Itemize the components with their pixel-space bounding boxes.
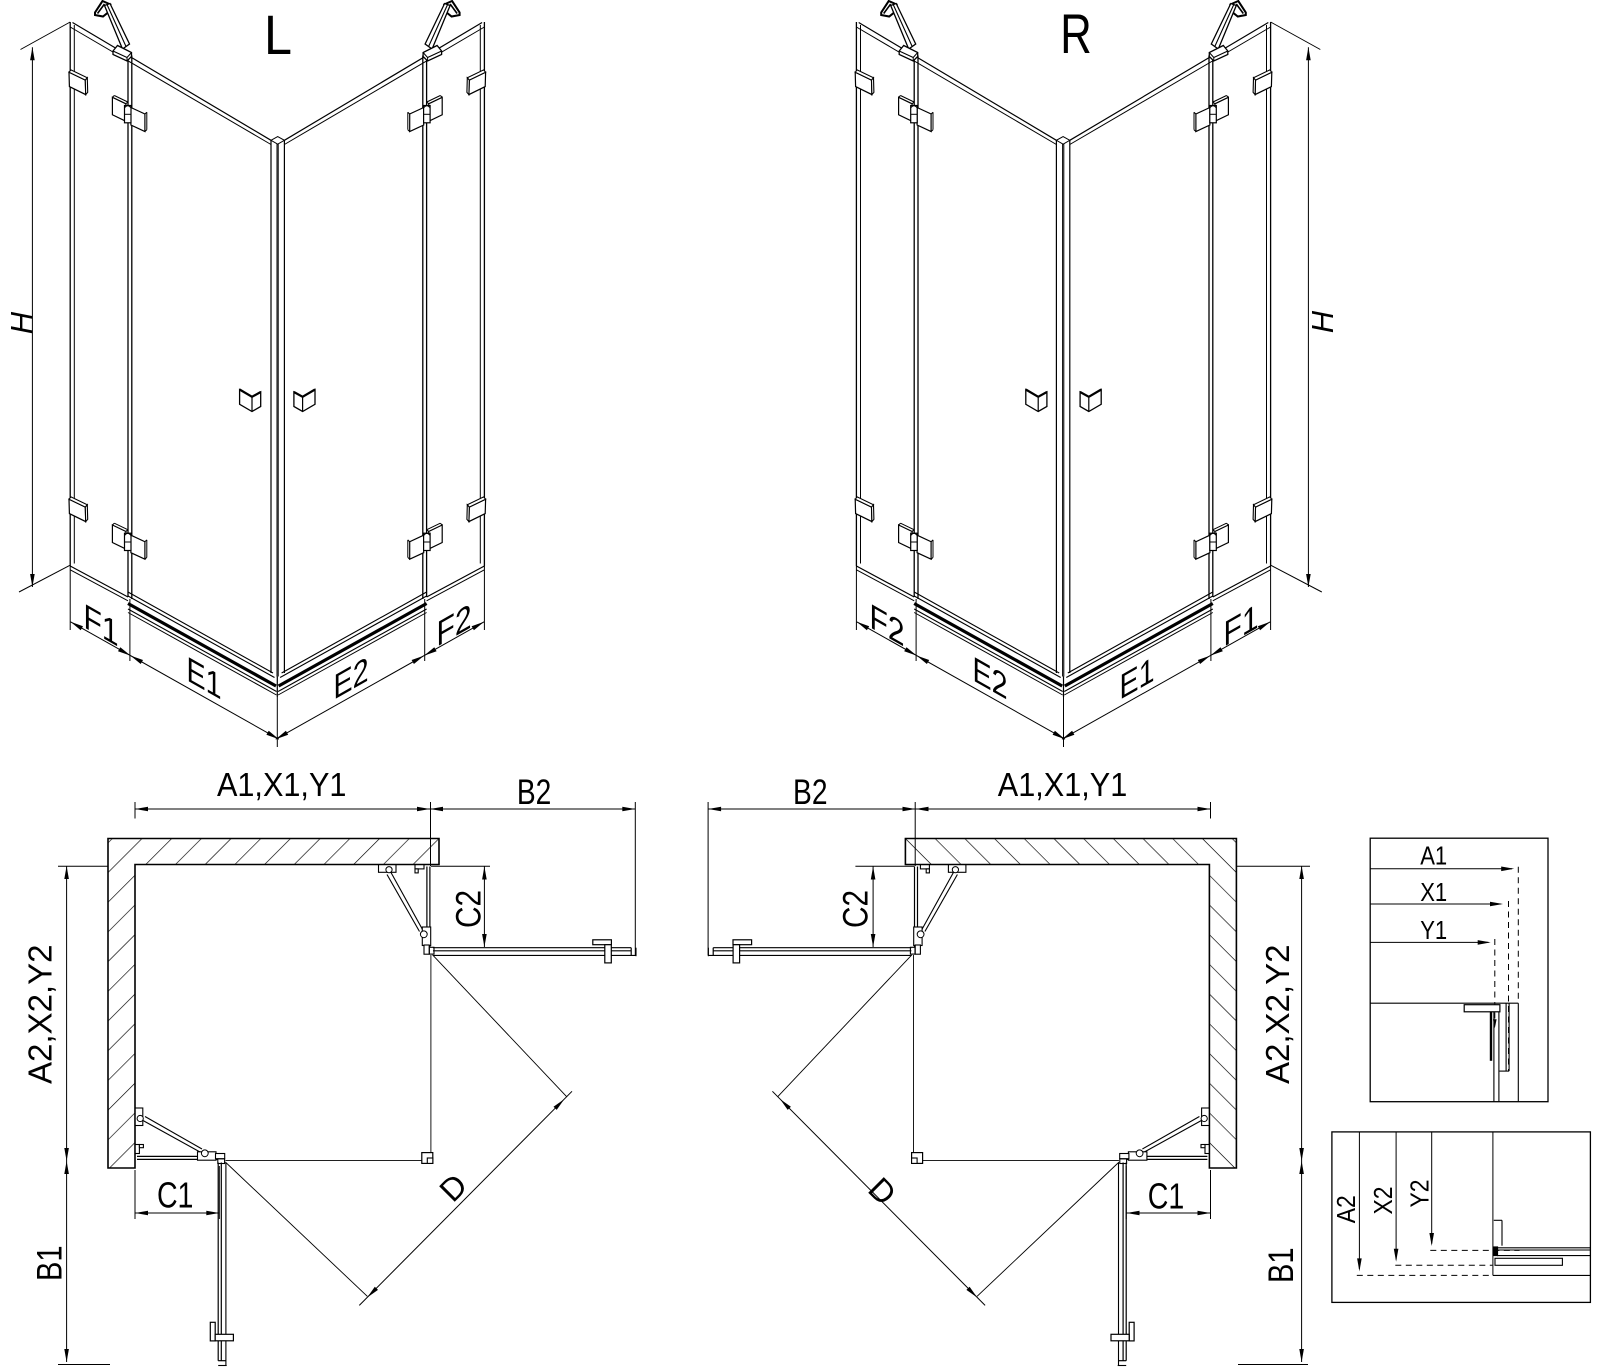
svg-text:B1: B1	[1262, 1248, 1301, 1284]
svg-text:A1: A1	[1420, 841, 1447, 871]
svg-text:B2: B2	[793, 773, 828, 812]
svg-text:B2: B2	[517, 773, 552, 812]
svg-text:X2: X2	[1368, 1187, 1398, 1215]
svg-text:A1,X1,Y1: A1,X1,Y1	[998, 766, 1128, 803]
svg-text:A2,X2,Y2: A2,X2,Y2	[22, 945, 59, 1085]
svg-text:A2: A2	[1331, 1195, 1361, 1223]
svg-text:C1: C1	[1148, 1176, 1185, 1217]
svg-text:L: L	[264, 3, 292, 66]
svg-text:C2: C2	[837, 890, 876, 928]
svg-text:H: H	[1305, 310, 1340, 333]
svg-text:C2: C2	[450, 890, 489, 928]
svg-text:Y2: Y2	[1405, 1180, 1435, 1208]
svg-text:C1: C1	[157, 1175, 194, 1216]
svg-text:X1: X1	[1420, 877, 1447, 907]
svg-text:Y1: Y1	[1420, 915, 1447, 945]
svg-text:H: H	[4, 311, 39, 334]
svg-text:A2,X2,Y2: A2,X2,Y2	[1259, 945, 1296, 1085]
svg-text:A1,X1,Y1: A1,X1,Y1	[217, 766, 347, 803]
svg-text:R: R	[1060, 2, 1092, 65]
svg-text:B1: B1	[31, 1246, 70, 1282]
